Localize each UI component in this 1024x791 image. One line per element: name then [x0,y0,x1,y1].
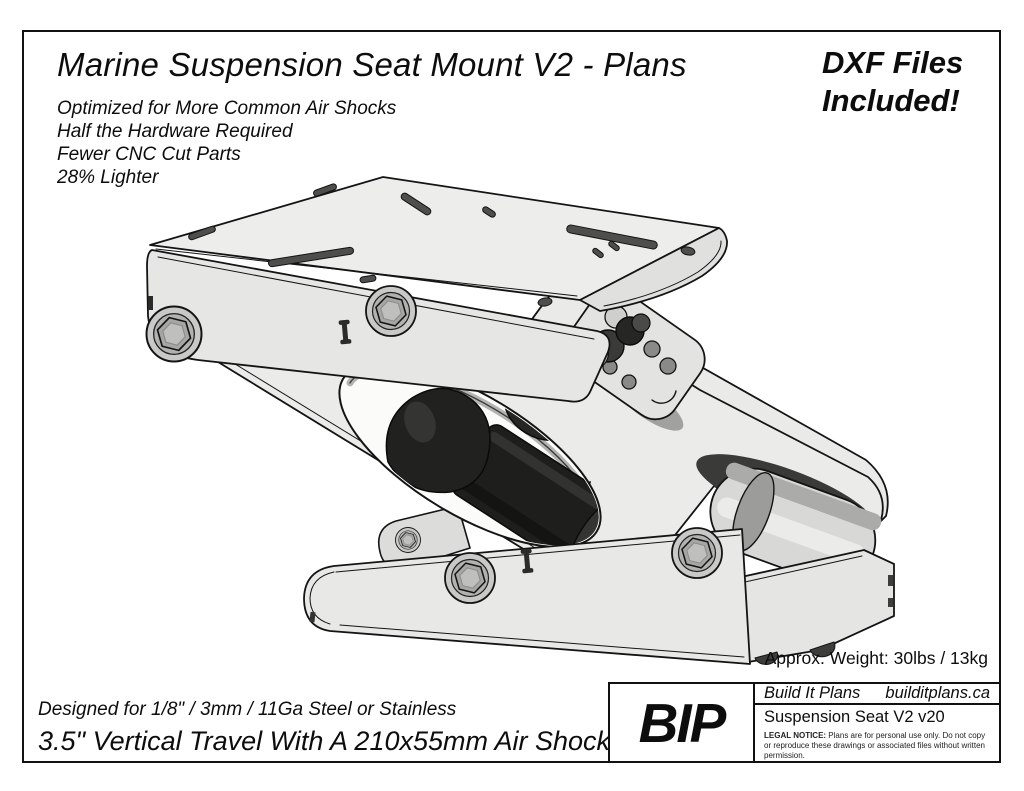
feature-item: Half the Hardware Required [57,121,293,142]
document-title: Suspension Seat V2 v20 [764,708,945,726]
page-title: Marine Suspension Seat Mount V2 - Plans [57,46,687,83]
header: Marine Suspension Seat Mount V2 - Plans … [57,46,687,189]
shock-mount-bracket [563,287,706,431]
seat-top-plate [149,176,728,312]
hex-bolt-flange [365,285,417,337]
feature-item: Optimized for More Common Air Shocks [57,98,397,119]
spec-notes: Designed for 1/8" / 3mm / 11Ga Steel or … [38,699,610,757]
sheet-border [22,30,1001,763]
weight-note: Approx. Weight: 30lbs / 13kg [764,648,988,668]
base-end-plate [713,549,895,665]
company-name: Build It Plans [764,684,861,702]
air-shock-bumper [385,387,491,494]
hex-bolt-base-right [671,527,723,579]
top-plate-slots [188,183,696,307]
feature-item: Fewer CNC Cut Parts [57,144,241,165]
logo-cell: BIP [610,684,755,761]
title-block: BIP Build It Plans builditplans.ca Suspe… [608,682,1001,763]
title-block-row2: Suspension Seat V2 v20 LEGAL NOTICE: Pla… [755,705,999,761]
title-block-row1: Build It Plans builditplans.ca [755,684,999,705]
dxf-badge: DXF Files Included! [822,44,963,120]
seat-frame-flange [145,249,611,403]
feature-item: 28% Lighter [57,167,159,188]
bracket-holes [567,330,677,390]
feature-list: Optimized for More Common Air Shocks Hal… [57,97,687,189]
legal-notice: LEGAL NOTICE: Plans are for personal use… [764,731,990,761]
title-block-info: Build It Plans builditplans.ca Suspensio… [755,684,999,761]
spec-material: Designed for 1/8" / 3mm / 11Ga Steel or … [38,699,457,720]
base-rail [303,527,751,665]
legal-notice-text: Plans are for personal use only. Do not … [764,731,986,760]
bip-logo: BIP [638,691,727,754]
legal-notice-label: LEGAL NOTICE: [764,731,827,740]
hex-bolt-top-left-pivot [145,305,203,363]
base-roller [709,462,882,585]
dxf-badge-line2: Included! [822,83,960,118]
hex-bolt-rear-pivot [395,527,421,553]
hex-bolt-base-left [444,552,496,604]
website-text: builditplans.ca [885,684,990,702]
spec-travel: 3.5" Vertical Travel With A 210x55mm Air… [38,726,611,756]
dxf-badge-line1: DXF Files [822,45,964,80]
